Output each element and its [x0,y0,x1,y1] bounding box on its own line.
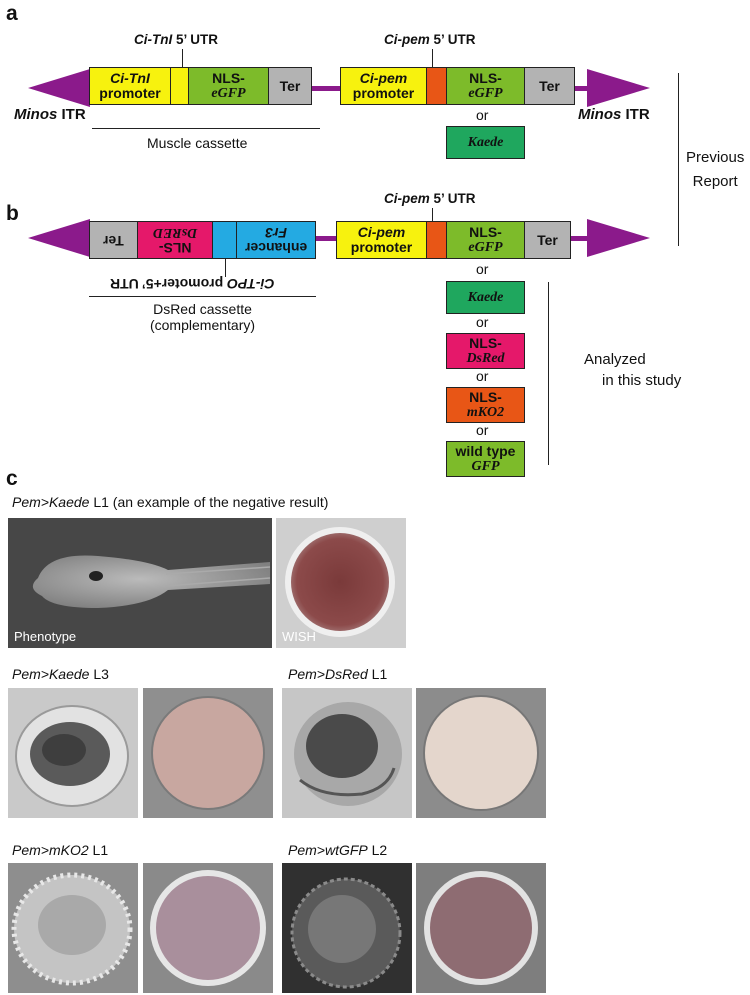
pem-utr-box-b [426,221,447,259]
nls-dsred-box-alt: NLS-DsRed [446,333,525,369]
pem-kaede-l3-title: Pem>Kaede L3 [12,666,109,682]
muscle-cassette-label: Muscle cassette [147,135,248,151]
dsred-cassette-bracket [89,296,316,297]
tpo-promoter-label: Ci-TPO promoter+5’ UTR [110,276,275,292]
ter-box-b-left: Ter [89,221,138,259]
wish-image-kaede-l1: WISH [276,518,406,648]
pem-wtgfp-l2-title: Pem>wtGFP L2 [288,842,388,858]
nls-egfp-box-b: NLS-eGFP [446,221,525,259]
kaede-box-b: Kaede [446,281,525,314]
minos-itr-left-arrow-b [28,219,90,257]
nls-egfp-box-2: NLS-eGFP [446,67,525,105]
phenotype-image-wtgfp-l2 [282,863,412,993]
nls-egfp-box-1: NLS-eGFP [188,67,269,105]
tni-utr-pointer [182,49,183,73]
minos-itr-right-label: Minos ITR [578,106,650,123]
pem-utr-box-a [426,67,447,105]
phenotype-image-mko2-l1 [8,863,138,993]
minos-itr-left-label: Minos ITR [14,106,86,123]
or-label-a: or [476,107,489,123]
analyzed-bracket [548,282,549,465]
ter-box-1: Ter [268,67,312,105]
minos-itr-right-arrow [587,69,650,107]
embryo-illustration [276,518,406,648]
backbone-a [78,86,598,91]
or-label-b1: or [476,261,489,277]
tni-utr-label: Ci-TnI 5’ UTR [134,32,219,47]
tpo-pointer [225,259,226,277]
or-label-b2: or [476,314,489,330]
previous-report-bracket [678,73,679,246]
phenotype-caption: Phenotype [14,629,77,644]
tni-utr-box [170,67,189,105]
pem-utr-pointer-b [432,208,433,223]
wish-image-mko2-l1 [143,863,273,993]
wish-image-kaede-l3 [143,688,273,818]
ter-box-2: Ter [524,67,575,105]
wish-image-wtgfp-l2 [416,863,546,993]
nls-dsred-box-b: NLS-DsRED [137,221,213,259]
kaede-box-a: Kaede [446,126,525,159]
panel-c-letter: c [6,467,18,490]
minos-itr-left-arrow [28,69,90,107]
phenotype-image-kaede-l1: Phenotype [8,518,272,648]
pem-utr-label-a: Ci-pem 5’ UTR [384,32,476,47]
panel-a-letter: a [6,2,18,25]
wish-caption: WISH [282,629,316,644]
or-label-b4: or [476,422,489,438]
pem-utr-pointer-a [432,49,433,73]
pem-kaede-l1-title: Pem>Kaede L1 (an example of the negative… [12,494,329,510]
or-label-b3: or [476,368,489,384]
phenotype-image-dsred-l1 [282,688,412,818]
muscle-cassette-bracket [92,128,320,129]
pem-dsred-l1-title: Pem>DsRed L1 [288,666,388,682]
larva-illustration [8,518,272,648]
pem-utr-label-b: Ci-pem 5’ UTR [384,191,476,206]
panel-b-letter: b [6,202,19,225]
dsred-cassette-label: DsRed cassette(complementary) [149,301,256,333]
tpo-utr-box [212,221,237,259]
phenotype-image-kaede-l3 [8,688,138,818]
ter-box-b-right: Ter [524,221,571,259]
pem-mko2-l1-title: Pem>mKO2 L1 [12,842,109,858]
wish-image-dsred-l1 [416,688,546,818]
nls-mko2-box: NLS-mKO2 [446,387,525,423]
minos-itr-right-arrow-b [587,219,650,257]
